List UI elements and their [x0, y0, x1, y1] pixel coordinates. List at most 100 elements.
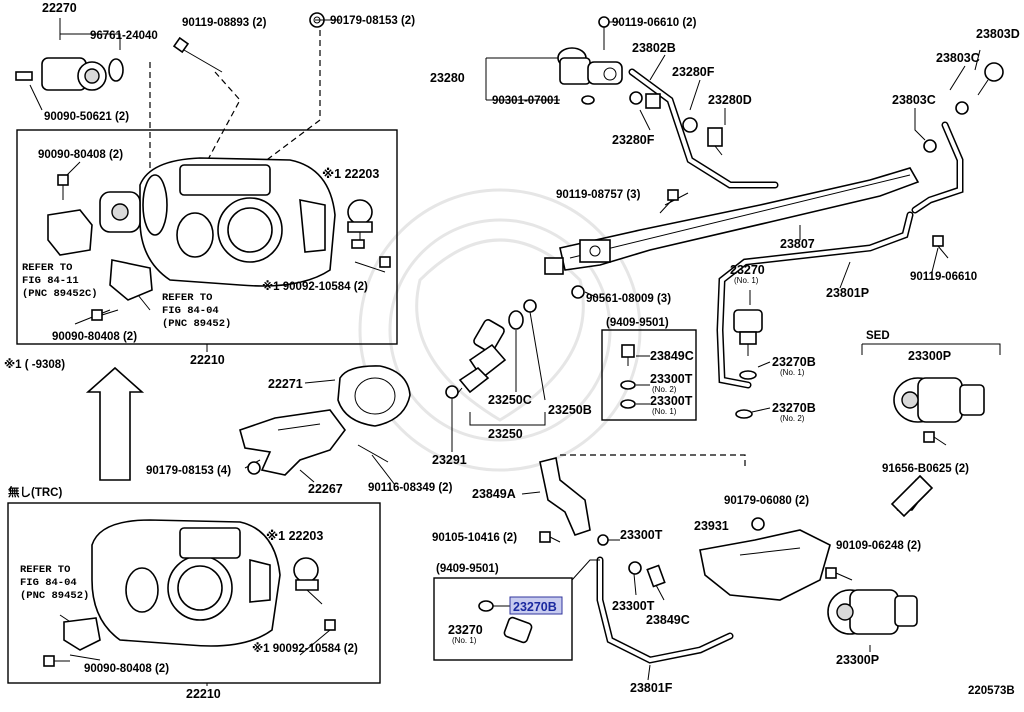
- bolt-90109-06248: [825, 567, 853, 581]
- insulator-23250c: [508, 310, 524, 330]
- label-23280f-a: 23280F: [672, 65, 715, 79]
- label-90109-06248: 90109-06248 (2): [836, 540, 921, 552]
- bracket-22267: [239, 409, 346, 476]
- label-90179-08153: 90179-08153 (2): [330, 15, 415, 27]
- label-90090-80408-a: 90090-80408 (2): [38, 149, 123, 161]
- label-23270b-b-sub: (No. 2): [780, 414, 805, 423]
- gasket-23280f: [629, 91, 698, 133]
- pressure-regulator-23280: [557, 47, 623, 85]
- label-23849c-upper: 23849C: [650, 349, 694, 363]
- label-90090-80408-b: 90090-80408 (2): [52, 331, 137, 343]
- nut-90092-10584-lower: [324, 619, 336, 631]
- label-23280f-b: 23280F: [612, 133, 655, 147]
- label-23807: 23807: [780, 237, 815, 251]
- label-23270b-b: 23270B: [772, 401, 816, 415]
- label-90119-06610-a: 90119-06610 (2): [612, 17, 697, 29]
- label-23291: 23291: [432, 453, 467, 467]
- oring-23291: [445, 385, 459, 399]
- label-23250: 23250: [488, 427, 523, 441]
- oring-90301-07001: [581, 95, 595, 105]
- label-90092-10584-lower: ※1 90092-10584 (2): [252, 641, 358, 655]
- bolt-90119-06610-top: [598, 16, 610, 50]
- label-22271: 22271: [268, 377, 303, 391]
- throttle-body-22210-lower: [91, 519, 281, 647]
- pulsation-damper-23300p-lower: [827, 589, 918, 635]
- label-23803c-a: 23803C: [936, 51, 980, 65]
- label-diagram-code: 220573B: [968, 685, 1015, 697]
- bracket-23849a: [521, 457, 591, 536]
- throttle-sensor-left: [47, 191, 141, 256]
- label-box-lower: (9409-9501): [436, 563, 499, 575]
- label-23270-lower: 23270: [448, 623, 483, 637]
- label-refer-1c: (PNC 89452C): [22, 288, 98, 300]
- bolt-91656-b0625: [923, 431, 947, 446]
- label-23849c-lower: 23849C: [646, 613, 690, 627]
- label-22270: 22270: [42, 1, 77, 15]
- label-90090-80408-c: 90090-80408 (2): [84, 663, 169, 675]
- label-23300t-b: 23300T: [650, 394, 693, 408]
- throttle-body-22210-upper: [139, 157, 336, 287]
- label-23801p: 23801P: [826, 286, 869, 300]
- label-23300t-a-sub: (No. 2): [652, 385, 677, 394]
- gasket-23300t-mid: [597, 534, 642, 575]
- pulsation-damper-23300p-upper: [893, 377, 985, 423]
- label-90119-06610-b: 90119-06610: [910, 271, 977, 283]
- label-96761-24040: 96761-24040: [90, 30, 158, 42]
- label-22203-lower: ※1 22203: [266, 529, 323, 543]
- label-90301-07001: 90301-07001: [492, 95, 560, 107]
- union-23803d: [977, 62, 1004, 96]
- label-23270-upper: 23270: [730, 263, 765, 277]
- sensor-23270-upper: [733, 309, 763, 356]
- label-23280: 23280: [430, 71, 465, 85]
- label-23270-lower-sub: (No. 1): [452, 636, 477, 645]
- fuel-rail-23807: [544, 167, 920, 275]
- gasket-23270b-lower: [478, 600, 494, 612]
- idle-control-valve-22270: [15, 57, 124, 91]
- screw-90090-80408-lower: [43, 655, 70, 667]
- label-refer-3c: (PNC 89452): [20, 590, 89, 602]
- nut-90092-10584-upper: [379, 256, 391, 268]
- throttle-position-sensor: [109, 259, 153, 301]
- stud-90116-08349: [357, 444, 389, 463]
- gasket-23270b-upper: [735, 370, 757, 419]
- label-23300t-b-sub: (No. 1): [652, 407, 677, 416]
- label-23250b: 23250B: [548, 403, 592, 417]
- grommet-23250b: [523, 299, 537, 313]
- label-90090-50621: 90090-50621 (2): [44, 111, 129, 123]
- label-23802b: 23802B: [632, 41, 676, 55]
- label-23250c: 23250C: [488, 393, 532, 407]
- bolt-90105-10416: [539, 531, 561, 543]
- bolt-90119-06610-right: [932, 235, 949, 259]
- label-23270b-a: 23270B: [772, 355, 816, 369]
- spacer-90561-08009: [571, 285, 585, 299]
- label-90119-08757: 90119-08757 (3): [556, 189, 641, 201]
- label-22210-upper: 22210: [190, 353, 225, 367]
- gasket-22271: [337, 365, 411, 427]
- label-23300p-upper: 23300P: [908, 349, 951, 363]
- bolt-90119-08757: [659, 189, 679, 214]
- label-23280d: 23280D: [708, 93, 752, 107]
- direction-arrow-up: [85, 366, 145, 481]
- sensor-23270-lower: [503, 616, 533, 644]
- label-90119-08893: 90119-08893 (2): [182, 17, 267, 29]
- part-22203-lower: [293, 557, 323, 605]
- label-90561-08009: 90561-08009 (3): [586, 293, 671, 305]
- union-23849c-lower: [646, 564, 666, 601]
- label-23270b-a-sub: (No. 1): [780, 368, 805, 377]
- bolt-90119-08893: [172, 36, 223, 73]
- label-23803d: 23803D: [976, 27, 1020, 41]
- box-9409-9501-lower: [433, 577, 573, 661]
- label-box-upper: (9409-9501): [606, 317, 669, 329]
- label-23300t-d: 23300T: [612, 599, 655, 613]
- label-refer-2c: (PNC 89452): [162, 318, 231, 330]
- union-bolt-23849c-upper: [621, 344, 635, 366]
- screw-90090-80408-top: [57, 174, 69, 200]
- label-23849a: 23849A: [472, 487, 516, 501]
- label-refer-3b: FIG 84-04: [20, 577, 77, 589]
- nut-90179-06080: [751, 517, 765, 531]
- label-22267: 22267: [308, 482, 343, 496]
- gasket-23803c: [923, 101, 969, 153]
- label-sed: SED: [866, 330, 890, 342]
- label-23300t-a: 23300T: [650, 372, 693, 386]
- label-91656-b0625: 91656-B0625 (2): [882, 463, 969, 475]
